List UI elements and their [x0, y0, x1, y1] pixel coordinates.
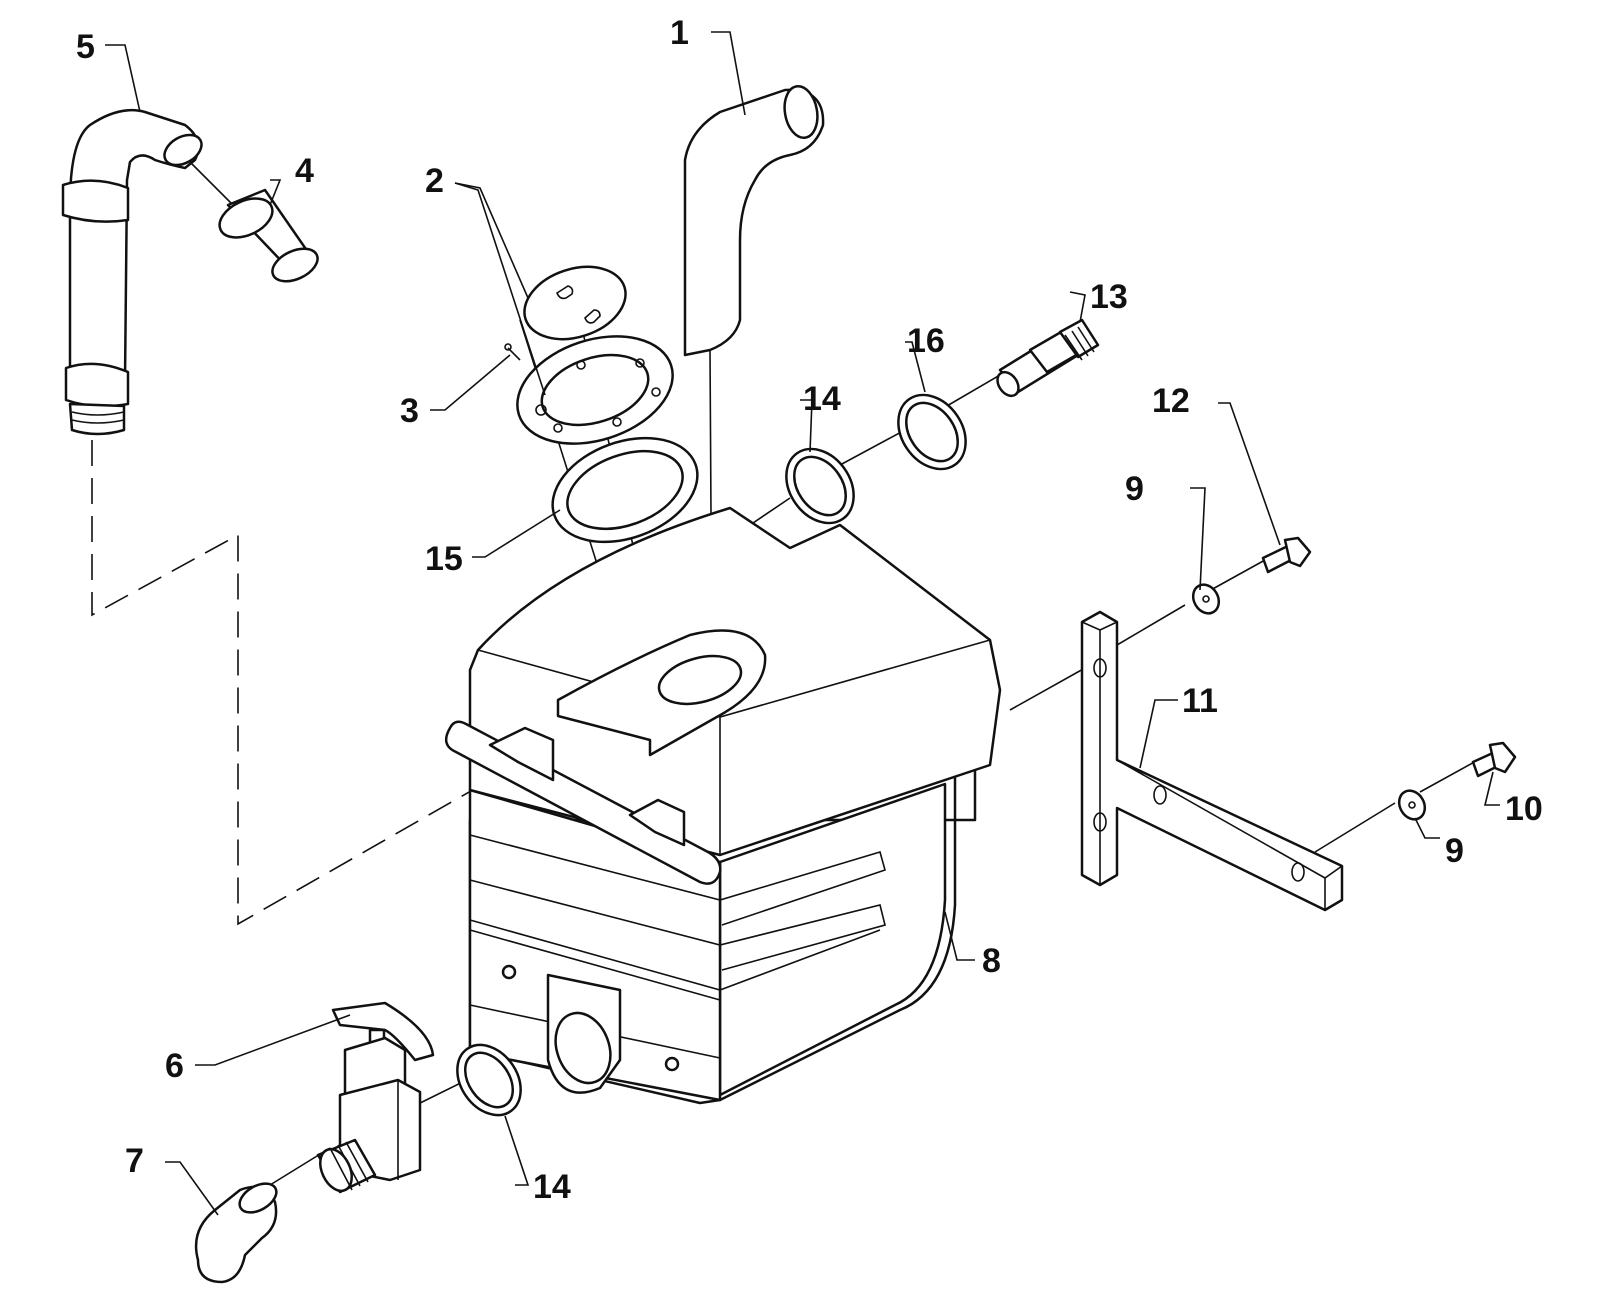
coupler-part-4 — [218, 188, 319, 283]
washer-part-9-upper — [1191, 583, 1221, 615]
filler-tube-part-1 — [683, 84, 825, 357]
oring-part-16 — [897, 393, 967, 471]
callout-4: 4 — [295, 152, 314, 190]
callout-13: 13 — [1090, 278, 1128, 316]
pin-part-3 — [504, 343, 521, 361]
callout-1: 1 — [670, 14, 689, 52]
callout-14-lower: 14 — [533, 1168, 571, 1206]
callout-14-upper: 14 — [803, 380, 841, 418]
callout-6: 6 — [165, 1047, 184, 1085]
callout-9-upper: 9 — [1125, 470, 1144, 508]
filler-cap-part-2 — [516, 265, 674, 445]
callout-12: 12 — [1152, 382, 1190, 420]
fitting-part-13 — [996, 318, 1100, 398]
callout-8: 8 — [982, 942, 1001, 980]
washer-part-9-lower — [1397, 789, 1427, 821]
elbow-part-7 — [194, 1182, 278, 1284]
tank-part-8 — [444, 506, 1002, 1105]
oring-part-14-upper — [785, 447, 855, 525]
bolt-part-10 — [1471, 741, 1517, 778]
valve-part-6 — [316, 1001, 435, 1194]
callout-15: 15 — [425, 540, 463, 578]
callout-16: 16 — [907, 322, 945, 360]
oring-part-14-lower — [456, 1043, 522, 1117]
bolt-part-12 — [1261, 536, 1312, 574]
callouts: 1 2 3 4 5 6 7 8 9 9 10 11 12 13 14 14 15… — [76, 14, 1543, 1206]
hose-part-5 — [61, 108, 203, 436]
callout-7: 7 — [125, 1142, 144, 1180]
bracket-part-11 — [1080, 610, 1344, 912]
callout-2: 2 — [425, 162, 444, 200]
leader-lines — [105, 31, 1500, 1216]
callout-5: 5 — [76, 28, 95, 66]
callout-3: 3 — [400, 392, 419, 430]
callout-10: 10 — [1505, 790, 1543, 828]
gasket-part-15 — [551, 436, 699, 544]
callout-11: 11 — [1182, 682, 1218, 720]
callout-9-lower: 9 — [1445, 832, 1464, 870]
